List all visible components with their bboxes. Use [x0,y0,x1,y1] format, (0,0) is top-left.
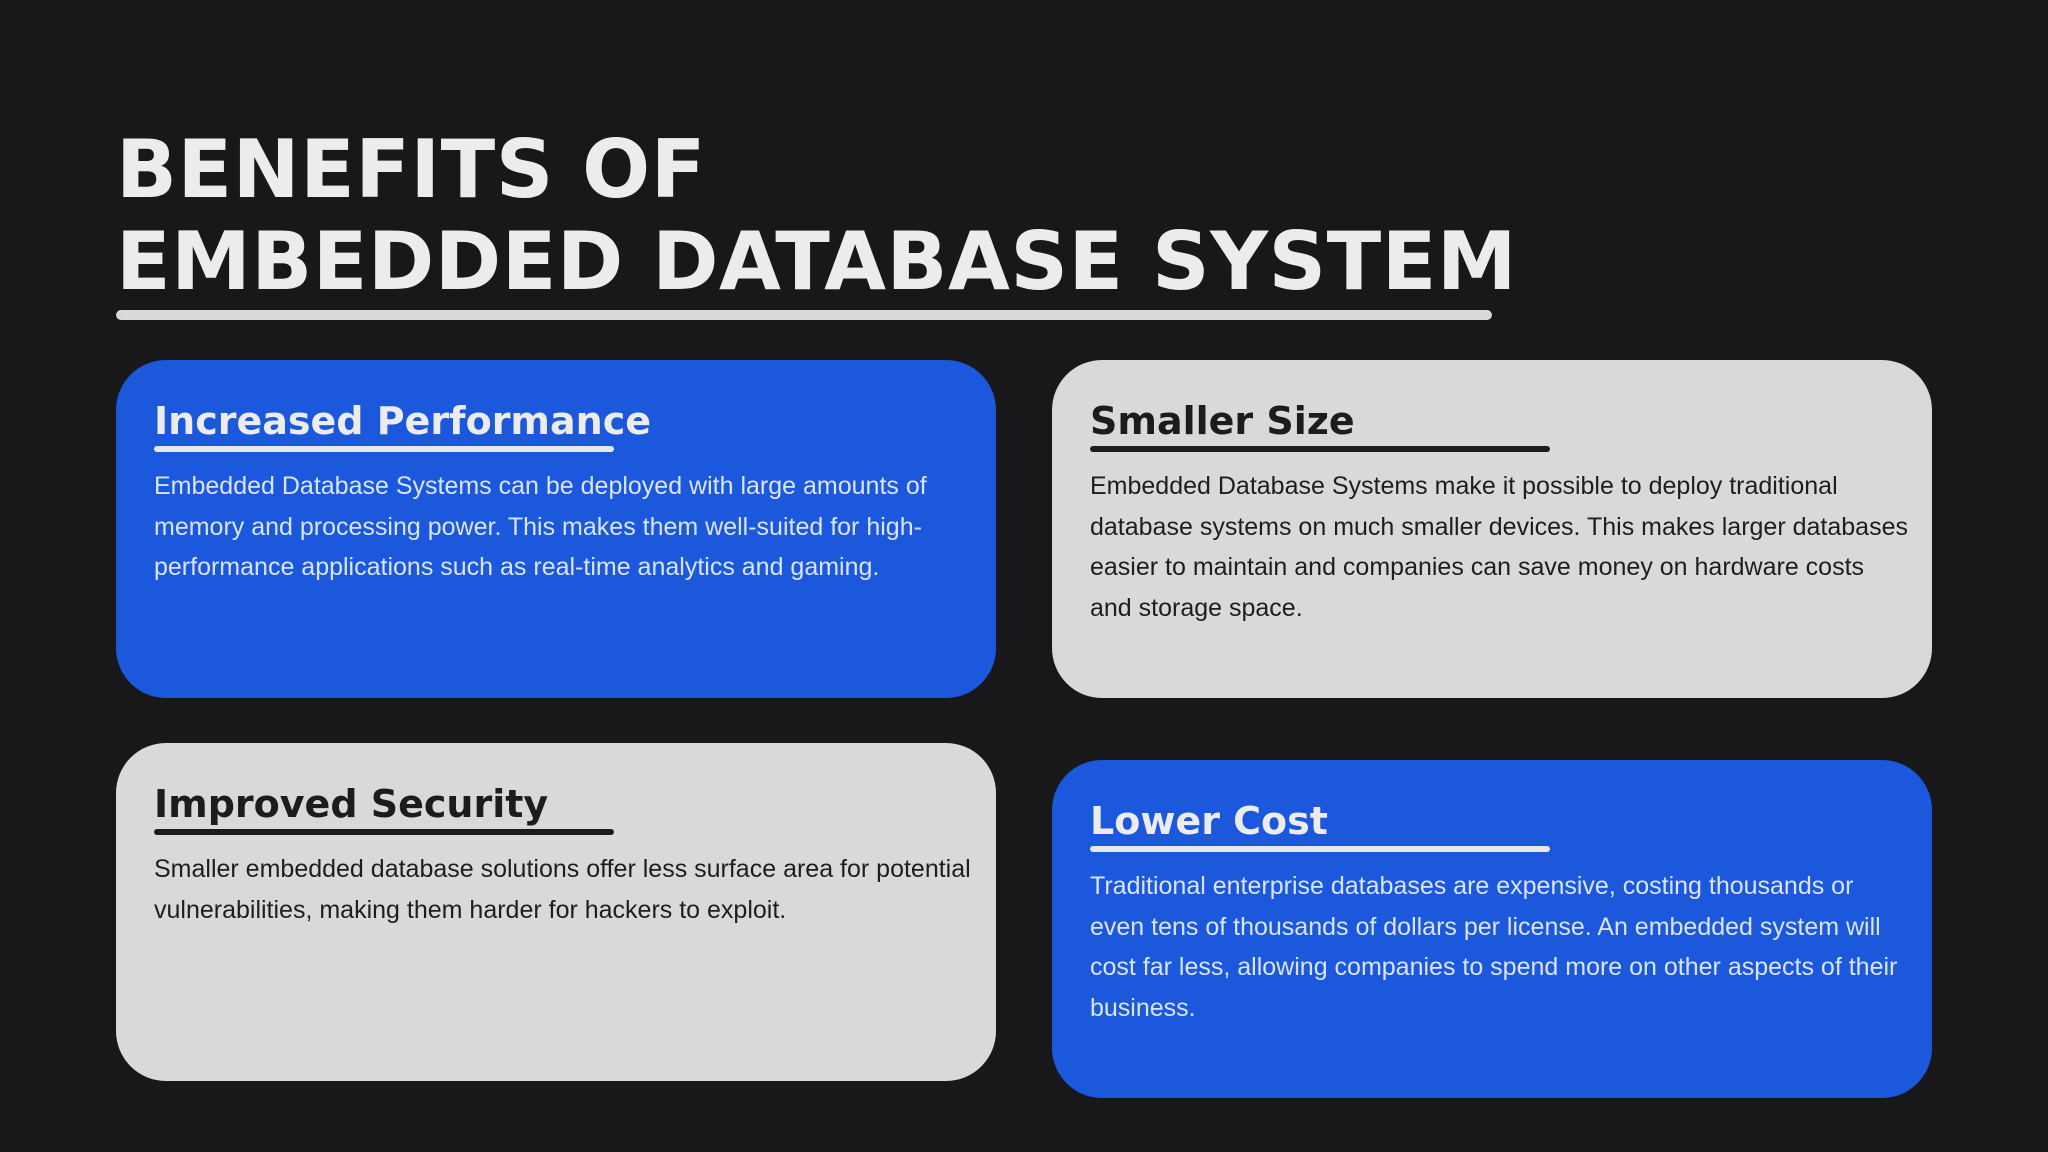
card-body: Smaller embedded database solutions offe… [154,855,971,924]
card-body: Traditional enterprise databases are exp… [1090,872,1898,1022]
card-heading: Improved Security [154,782,549,826]
card-body: Embedded Database Systems make it possib… [1090,472,1908,622]
card-body: Embedded Database Systems can be deploye… [154,472,927,581]
card-heading-underline [154,829,614,835]
card-heading: Smaller Size [1090,399,1355,443]
card-heading-underline [154,446,614,452]
card-heading: Increased Performance [154,399,652,443]
card-lower-cost: Lower Cost Traditional enterprise databa… [1052,760,1932,1098]
page-title-line-1: BENEFITS OF [116,123,706,216]
card-heading: Lower Cost [1090,799,1328,843]
page-title: BENEFITS OF EMBEDDED DATABASE SYSTEM [116,124,1517,308]
title-underline [116,310,1492,320]
card-improved-security: Improved Security Smaller embedded datab… [116,743,996,1081]
card-heading-underline [1090,846,1550,852]
card-smaller-size: Smaller Size Embedded Database Systems m… [1052,360,1932,698]
page-title-line-2: EMBEDDED DATABASE SYSTEM [116,215,1517,308]
card-increased-performance: Increased Performance Embedded Database … [116,360,996,698]
card-heading-underline [1090,446,1550,452]
